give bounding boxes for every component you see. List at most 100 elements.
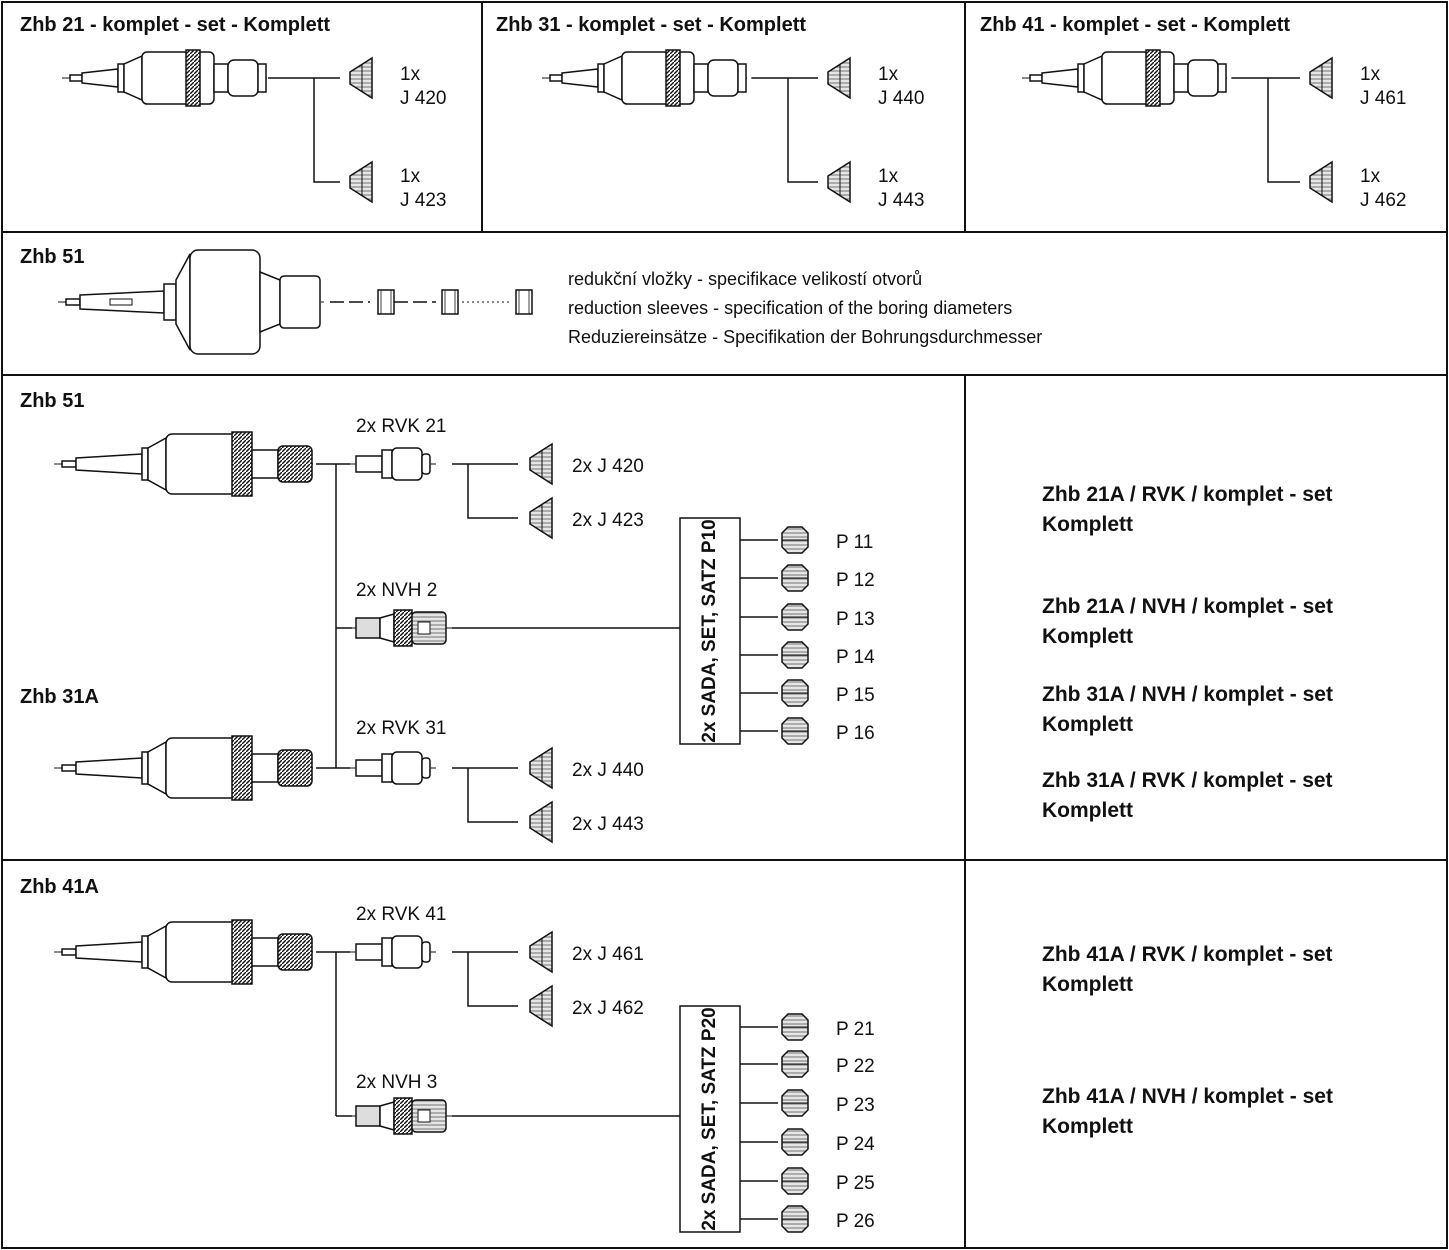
nvh-adapter-icon — [349, 609, 455, 647]
collet-j-icon — [529, 801, 553, 843]
box2-title: Zhb 31 - komplet - set - Komplett — [496, 14, 807, 36]
collet-p-icon — [781, 603, 809, 631]
box5-title: Zhb 51 — [20, 390, 85, 412]
box4-drawing — [57, 249, 533, 355]
tool-holder-icon — [541, 49, 783, 107]
rvk-adapter-icon — [349, 935, 439, 969]
set-label: 2x SADA, SET, SATZ P10 — [699, 519, 720, 743]
box5-drawing — [53, 431, 809, 843]
p-label: P 15 — [836, 685, 875, 706]
tool-holder-icon — [61, 49, 303, 107]
p-label: P 16 — [836, 723, 875, 744]
rvk-label: 2x RVK 41 — [356, 904, 447, 925]
j-label: 2x J 461 — [572, 944, 644, 965]
box2-qty-2: 1x — [878, 166, 899, 187]
collet-j-icon — [529, 747, 553, 789]
connector-line — [1232, 77, 1300, 183]
sleeve-icon — [377, 289, 395, 315]
p-label: P 11 — [836, 532, 874, 553]
p-label: P 14 — [836, 647, 875, 668]
collet-j-icon — [529, 497, 553, 539]
collet-j-icon — [827, 57, 851, 99]
rvk-label-bottom: 2x RVK 31 — [356, 718, 447, 739]
collet-p-icon — [781, 1089, 809, 1117]
connector-line — [752, 77, 818, 183]
box4-title: Zhb 51 — [20, 246, 85, 268]
collet-p-icon — [781, 717, 809, 745]
p-label: P 22 — [836, 1056, 875, 1077]
collet-j-icon — [349, 161, 373, 203]
rvk-adapter-icon — [349, 751, 439, 785]
collet-j-icon — [529, 931, 553, 973]
box3-qty-2: 1x — [1360, 166, 1381, 187]
box4-desc-cs: redukční vložky - specifikace velikostí … — [568, 269, 923, 289]
collet-p-icon — [781, 1128, 809, 1156]
collet-p-icon — [781, 641, 809, 669]
box2-collet-2: J 443 — [878, 190, 925, 211]
tool-holder-icon — [57, 249, 329, 355]
set-box — [679, 517, 741, 745]
collet-j-icon — [1309, 161, 1333, 203]
box4-desc-de: Reduziereinsätze - Specifikation der Boh… — [568, 327, 1043, 347]
box3-qty-1: 1x — [1360, 64, 1381, 85]
box5-title-2: Zhb 31A — [20, 686, 99, 708]
nvh-label: 2x NVH 3 — [356, 1072, 438, 1093]
j-label: 2x J 420 — [572, 456, 644, 477]
collet-p-icon — [781, 1167, 809, 1195]
set-label: 2x SADA, SET, SATZ P20 — [699, 1007, 720, 1231]
sleeve-icon — [441, 289, 459, 315]
p-label: P 21 — [836, 1019, 875, 1040]
collet-p-icon — [781, 679, 809, 707]
box1-collet-2: J 423 — [400, 190, 447, 211]
rvk-adapter-icon — [349, 447, 439, 481]
box3-collet-1: J 461 — [1360, 88, 1407, 109]
tool-holder-icon — [1021, 49, 1263, 107]
p-label: P 23 — [836, 1095, 875, 1116]
p-label: P 24 — [836, 1134, 875, 1155]
box1-title: Zhb 21 - komplet - set - Komplett — [20, 14, 331, 36]
tool-holder-icon — [53, 919, 327, 985]
p-label: P 12 — [836, 570, 875, 591]
collet-j-icon — [827, 161, 851, 203]
p-label: P 26 — [836, 1211, 875, 1232]
box1-collet-1: J 420 — [400, 88, 447, 109]
set-box — [679, 1005, 741, 1233]
p-label: P 13 — [836, 609, 875, 630]
collet-p-icon — [781, 1013, 809, 1041]
collet-j-icon — [529, 985, 553, 1027]
box3-collet-2: J 462 — [1360, 190, 1407, 211]
box1-qty-2: 1x — [400, 166, 421, 187]
box3-drawing — [1021, 49, 1333, 203]
box3-title: Zhb 41 - komplet - set - Komplett — [980, 14, 1291, 36]
box2-collet-1: J 440 — [878, 88, 925, 109]
tool-holder-icon — [53, 431, 327, 497]
collet-j-icon — [349, 57, 373, 99]
collet-j-icon — [1309, 57, 1333, 99]
j-label: 2x J 423 — [572, 510, 644, 531]
rvk-label-top: 2x RVK 21 — [356, 416, 447, 437]
j-label: 2x J 443 — [572, 814, 644, 835]
collet-j-icon — [529, 443, 553, 485]
box4-desc-en: reduction sleeves - specification of the… — [568, 298, 1013, 318]
collet-p-icon — [781, 1205, 809, 1233]
tool-holder-icon — [53, 735, 327, 801]
collet-p-icon — [781, 1050, 809, 1078]
collet-p-icon — [781, 564, 809, 592]
sleeve-icon — [515, 289, 533, 315]
box2-qty-1: 1x — [878, 64, 899, 85]
box2-drawing — [541, 49, 851, 203]
p-label: P 25 — [836, 1173, 875, 1194]
box6-drawing — [53, 919, 809, 1233]
box6-title: Zhb 41A — [20, 876, 99, 898]
connector-line — [268, 77, 340, 183]
nvh-adapter-icon — [349, 1097, 455, 1135]
box1-drawing — [61, 49, 373, 203]
